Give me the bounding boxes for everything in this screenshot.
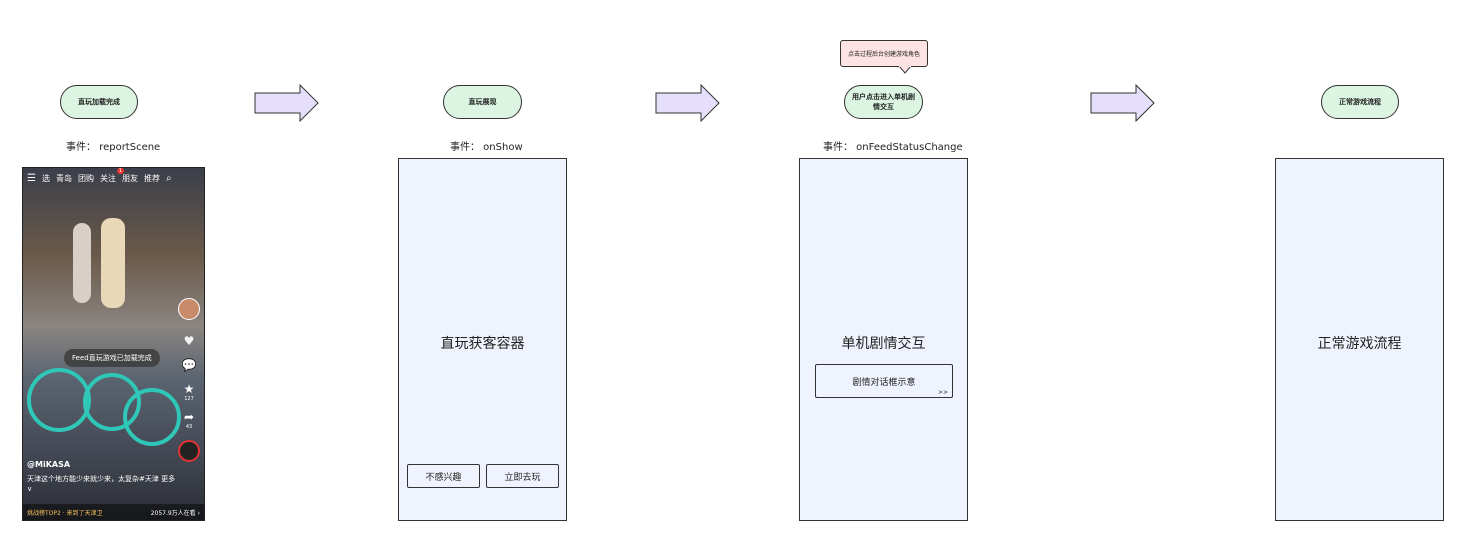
user-handle: @MiKASA: [27, 460, 71, 469]
phone-tab: 朋友: [121, 174, 138, 183]
share-count: 43: [185, 424, 193, 430]
stage-pill-loaded: 直玩加载完成: [60, 85, 138, 119]
stage-pill-normal: 正常游戏流程: [1321, 85, 1399, 119]
viewer-count: 2057.9万人在看 ›: [150, 509, 200, 517]
event-label-show: 事件： onShow: [450, 142, 523, 153]
phone-tab: 推荐: [143, 174, 160, 183]
flow-arrow-2: [655, 84, 720, 122]
bike-wheel: [27, 368, 91, 432]
phone-tab: 青岛: [55, 174, 72, 183]
phone-top-tabs: ☰ 选 青岛 团购 关注 1 朋友 推荐 ⌕: [27, 168, 200, 184]
menu-icon: ☰: [27, 173, 36, 184]
comment-icon: 💬: [181, 358, 197, 372]
star-icon: ★127: [178, 382, 200, 402]
load-toast: Feed直玩游戏已加载完成: [64, 349, 160, 367]
event-label-loaded: 事件： reportScene: [66, 142, 161, 153]
ranking-text: 挑战榜TOP2 · 来到了天津卫: [27, 509, 103, 517]
flow-arrow-1: [254, 84, 319, 122]
phone-side-actions: ♥ 💬 ★127 ➦43: [178, 298, 200, 462]
story-dialog-label: 剧情对话框示意: [852, 377, 916, 388]
person-figure: [73, 223, 91, 303]
flow-arrow-3: [1090, 84, 1155, 122]
star-count: 127: [184, 396, 194, 402]
share-icon: ➦43: [178, 410, 200, 430]
person-figure-2: [101, 218, 125, 308]
music-disc-icon: [178, 440, 200, 462]
callout-tail: [898, 66, 912, 74]
dialog-more-icon: >>: [937, 389, 948, 396]
panel-normal-game: 正常游戏流程: [1275, 158, 1444, 521]
story-dialog-box[interactable]: 剧情对话框示意 >>: [815, 364, 953, 398]
bike-wheel: [123, 388, 181, 446]
panel-title: 正常游戏流程: [1317, 336, 1402, 352]
stage-pill-show: 直玩展现: [443, 85, 522, 119]
phone-tab: 选: [41, 174, 50, 183]
phone-bottom-bar: 挑战榜TOP2 · 来到了天津卫 2057.9万人在看 ›: [23, 504, 204, 520]
panel-title: 直玩获客容器: [440, 336, 525, 352]
notification-badge: 1: [116, 168, 124, 174]
stage-pill-interact: 用户点击进入单机剧情交互: [844, 85, 923, 119]
avatar: [178, 298, 200, 320]
phone-tab: 关注 1: [99, 168, 124, 183]
not-interested-button[interactable]: 不感兴趣: [407, 464, 480, 488]
play-now-button[interactable]: 立即去玩: [486, 464, 559, 488]
search-icon: ⌕: [165, 173, 172, 184]
heart-icon: ♥: [183, 334, 195, 348]
phone-screenshot: ☰ 选 青岛 团购 关注 1 朋友 推荐 ⌕ ♥ 💬 ★127 ➦43 Feed…: [22, 167, 205, 521]
callout-note: 点击过程后台创建游戏角色: [840, 40, 928, 67]
panel-acquisition-container: 直玩获客容器 不感兴趣 立即去玩: [398, 158, 567, 521]
video-caption: 天津这个地方能少来就少来，太复杂#天津 更多∨: [27, 475, 176, 493]
panel-standalone-interaction: 单机剧情交互 剧情对话框示意 >>: [799, 158, 968, 521]
event-label-interact: 事件： onFeedStatusChange: [823, 142, 963, 153]
phone-tab: 团购: [77, 174, 94, 183]
panel-title: 单机剧情交互: [841, 336, 926, 352]
